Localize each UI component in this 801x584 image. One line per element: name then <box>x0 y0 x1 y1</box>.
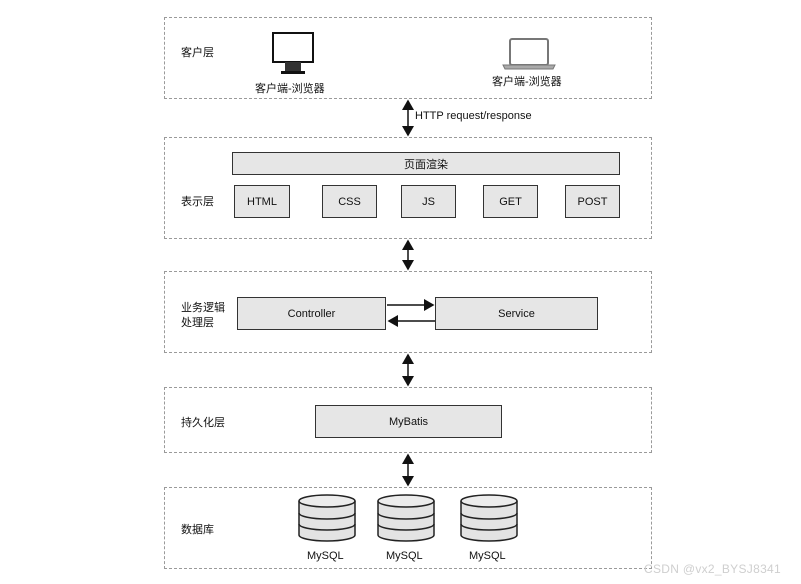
watermark-text: CSDN @vx2_BYSJ8341 <box>644 562 781 576</box>
presentation-item-js: JS <box>401 185 456 218</box>
laptop-icon <box>502 38 556 70</box>
database-layer-label: 数据库 <box>181 523 214 536</box>
database-cylinder-icon <box>298 494 356 542</box>
client-layer-label: 客户层 <box>181 46 214 59</box>
presentation-item-post: POST <box>565 185 620 218</box>
client-layer: 客户层 <box>164 17 652 99</box>
page-render-box: 页面渲染 <box>232 152 620 175</box>
database-cylinder-icon <box>460 494 518 542</box>
db-caption-3: MySQL <box>469 550 506 562</box>
presentation-item-css: CSS <box>322 185 377 218</box>
http-connection-label: HTTP request/response <box>415 110 532 122</box>
service-box: Service <box>435 297 598 330</box>
business-layer-label-line2: 处理层 <box>181 316 214 329</box>
desktop-monitor-icon <box>272 32 314 74</box>
desktop-caption: 客户端-浏览器 <box>255 83 325 95</box>
controller-box: Controller <box>237 297 386 330</box>
presentation-item-html: HTML <box>234 185 290 218</box>
business-layer-label-line1: 业务逻辑 <box>181 301 225 314</box>
persistence-layer-label: 持久化层 <box>181 416 225 429</box>
presentation-layer-label: 表示层 <box>181 195 214 208</box>
presentation-item-get: GET <box>483 185 538 218</box>
db-caption-2: MySQL <box>386 550 423 562</box>
database-cylinder-icon <box>377 494 435 542</box>
db-caption-1: MySQL <box>307 550 344 562</box>
mybatis-box: MyBatis <box>315 405 502 438</box>
laptop-caption: 客户端-浏览器 <box>492 76 562 88</box>
